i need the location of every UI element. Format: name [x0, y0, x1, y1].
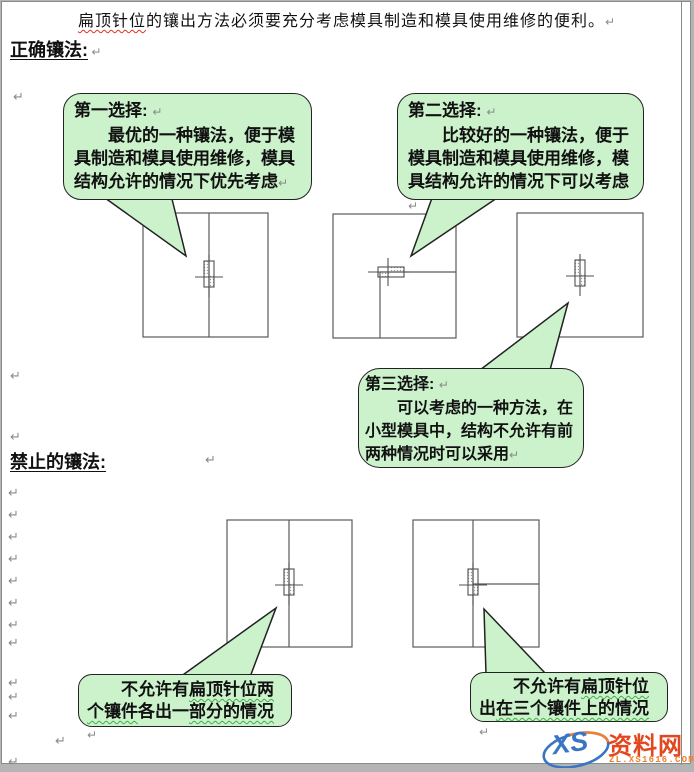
diagram-correct-2 — [332, 213, 457, 339]
watermark-xs-text: XS — [550, 725, 590, 761]
callout-choice-1-heading: 第一选择: ↵ — [74, 99, 301, 124]
paragraph-mark: ↵ — [8, 708, 19, 723]
callout-forbidden-2: 不允许有扁顶针位出在三个镶件上的情况 ↵ — [470, 672, 668, 739]
paragraph-mark: ↵ — [205, 452, 216, 467]
text-segment: 可以考虑的一种方法，在小型模具中，结构不允许有前两种情况时可以采用 — [365, 400, 574, 463]
text-segment: 第三选择: — [365, 376, 439, 393]
text-segment: 第一选择: — [74, 101, 153, 120]
text-segment: 第二选择: — [408, 101, 487, 120]
text-segment: ↵ — [486, 105, 497, 119]
text-segment: 禁止的镶法: — [10, 452, 106, 472]
paragraph-mark: ↵ — [8, 529, 19, 544]
paragraph-mark: ↵ — [8, 507, 19, 522]
paragraph-mark: ↵ — [10, 368, 21, 383]
diagram-correct-3 — [516, 212, 644, 338]
callout-choice-3: 第三选择: ↵ 可以考虑的一种方法，在小型模具中，结构不允许有前两种情况时可以采… — [358, 368, 584, 468]
text-segment: 不允许有 — [513, 677, 581, 696]
watermark-logo-ellipse — [542, 731, 610, 768]
text-segment: 最优的一种镶法，便于模具制造和模具使用维修，模具结构允许的情况下优先考虑 — [74, 126, 295, 191]
watermark-site-name: 资料网 — [608, 733, 683, 760]
text-segment: ↵ — [278, 176, 289, 190]
text-segment: 扁顶针位 — [581, 677, 649, 696]
paragraph-mark: ↵ — [8, 754, 19, 769]
paragraph-mark: ↵ — [13, 89, 24, 104]
callout-choice-3-heading: 第三选择: ↵ — [365, 373, 577, 397]
text-segment: 各出一 — [138, 702, 189, 721]
text-segment: 不允许有 — [121, 680, 189, 699]
text-segment: ↵ — [509, 448, 520, 462]
text-segment: 正确镶法: — [10, 40, 88, 60]
site-watermark: XS 资料网 ZL.XS1616.COM — [536, 724, 694, 770]
text-segment: 在三个镶件上的情况 — [496, 699, 649, 718]
callout-tail-forbidden-1 — [179, 605, 278, 678]
text-segment: ↵ — [87, 728, 98, 742]
paragraph-mark: ↵ — [8, 595, 19, 610]
paragraph-mark: ↵ — [8, 635, 19, 650]
callout-choice-1: 第一选择: ↵ 最优的一种镶法，便于模具制造和模具使用维修，模具结构允许的情况下… — [63, 93, 312, 200]
paragraph-mark: ↵ — [10, 429, 21, 444]
text-segment: ↵ — [479, 725, 490, 739]
heading-correct-methods: 正确镶法: ↵ — [10, 36, 101, 62]
callout-forbidden-1: 不允许有扁顶针位两个镶件各出一部分的情况 ↵ — [78, 674, 292, 742]
watermark-site-url: ZL.XS1616.COM — [609, 755, 694, 765]
text-segment: ↵ — [408, 199, 419, 213]
callout-tails — [104, 197, 570, 678]
diagram-forbidden-1 — [226, 519, 353, 648]
callout-tail-choice-2 — [409, 197, 498, 258]
paragraph-mark: ↵ — [8, 573, 19, 588]
callout-choice-2: 第二选择: ↵ 比较好的一种镶法，便于模具制造和模具使用维修，模具结构允许的情况… — [397, 93, 644, 213]
paragraph-mark: ↵ — [8, 675, 19, 690]
callout-tail-choice-1 — [104, 197, 188, 258]
callout-forbidden-1-body: 不允许有扁顶针位两个镶件各出一部分的情况 ↵ — [87, 679, 283, 746]
callout-tail-forbidden-2 — [483, 607, 547, 675]
callout-forbidden-2-body: 不允许有扁顶针位出在三个镶件上的情况 ↵ — [479, 676, 659, 743]
text-segment: 的镶出方法必须要充分考虑模具制造和模具使用维修的便利。 — [146, 13, 606, 30]
right-margin-line — [681, 2, 682, 765]
document-title: 扁顶针位的镶出方法必须要充分考虑模具制造和模具使用维修的便利。↵ — [78, 7, 616, 31]
paragraph-mark: ↵ — [8, 485, 19, 500]
paragraph-mark: ↵ — [8, 689, 19, 704]
text-segment: 扁顶针位两个镶件 — [87, 680, 274, 721]
text-segment: ↵ — [438, 378, 449, 392]
text-segment: 部分的情况 — [189, 702, 274, 721]
text-segment: ↵ — [152, 105, 163, 119]
callout-tail-choice-3 — [479, 301, 570, 371]
callout-choice-2-heading: 第二选择: ↵ — [408, 99, 633, 124]
heading-forbidden-methods: 禁止的镶法: — [10, 448, 106, 474]
text-segment: ↵ — [605, 15, 617, 29]
text-segment: 扁顶针位 — [78, 13, 147, 30]
callout-choice-3-body: 可以考虑的一种方法，在小型模具中，结构不允许有前两种情况时可以采用↵ — [365, 397, 577, 467]
paragraph-mark: ↵ — [8, 617, 19, 632]
text-segment: 比较好的一种镶法，便于模具制造和模具使用维修，模具结构允许的情况下可以考虑 — [408, 126, 629, 191]
text-segment: 出 — [479, 699, 496, 718]
callout-choice-2-body: 比较好的一种镶法，便于模具制造和模具使用维修，模具结构允许的情况下可以考虑 ↵ — [408, 124, 633, 218]
paragraph-mark: ↵ — [55, 733, 66, 748]
callout-choice-1-body: 最优的一种镶法，便于模具制造和模具使用维修，模具结构允许的情况下优先考虑↵ — [74, 124, 301, 195]
diagram-correct-1 — [142, 212, 269, 338]
paragraph-mark: ↵ — [8, 551, 19, 566]
text-segment: ↵ — [88, 45, 102, 59]
diagram-forbidden-2 — [412, 519, 540, 648]
